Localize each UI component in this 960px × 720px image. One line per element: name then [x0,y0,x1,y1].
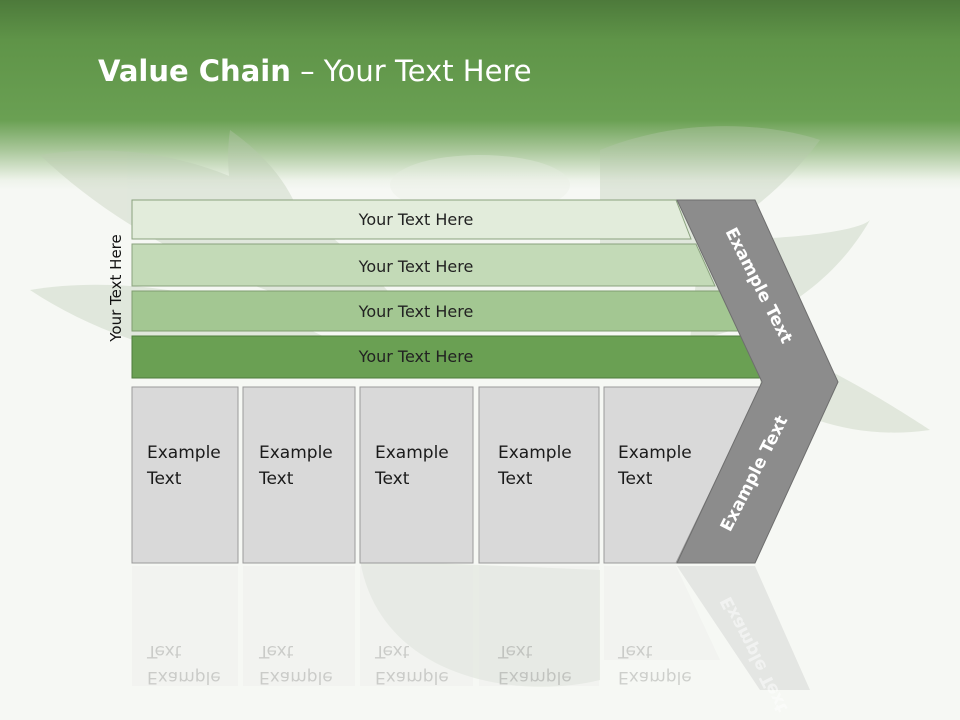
reflection-4-line1: Example [498,667,572,687]
chevron-arrow [676,199,839,564]
box-4-line2: Text [497,469,533,489]
activity-box-1 [131,386,239,564]
bar-1 [131,199,692,240]
activity-box-5 [603,386,762,564]
box-1-line2: Text [146,469,182,489]
bar-2 [131,243,716,287]
bar-2-label: Your Text Here [358,257,474,276]
bar-1-label: Your Text Here [358,210,474,229]
box-4-line1: Example [498,443,572,463]
box-1-line1: Example [147,443,221,463]
box-2-line1: Example [259,443,333,463]
activity-box-3 [359,386,474,564]
header-band [0,0,960,190]
title-rest: – Your Text Here [290,54,532,88]
page-title: Value Chain – Your Text Here [98,54,532,88]
reflection-4-line2: Text [497,641,533,661]
activity-box-2 [242,386,356,564]
bar-3-label: Your Text Here [358,302,474,321]
box-3-line2: Text [374,469,410,489]
reflection-5-line1: Example [618,667,692,687]
reflection-3-line2: Text [374,641,410,661]
reflection-3-line1: Example [375,667,449,687]
box-2-line2: Text [258,469,294,489]
box-5-line2: Text [617,469,653,489]
reflection-1-line1: Example [147,667,221,687]
reflection-2-line2: Text [258,641,294,661]
activity-box-4 [478,386,600,564]
box-3-line1: Example [375,443,449,463]
reflection-1-line2: Text [146,641,182,661]
bar-4-label: Your Text Here [358,347,474,366]
reflection-5-line2: Text [617,641,653,661]
diagram-reflection [132,566,810,690]
reflection-2-line1: Example [259,667,333,687]
title-bold: Value Chain [98,54,291,88]
box-5-line1: Example [618,443,692,463]
